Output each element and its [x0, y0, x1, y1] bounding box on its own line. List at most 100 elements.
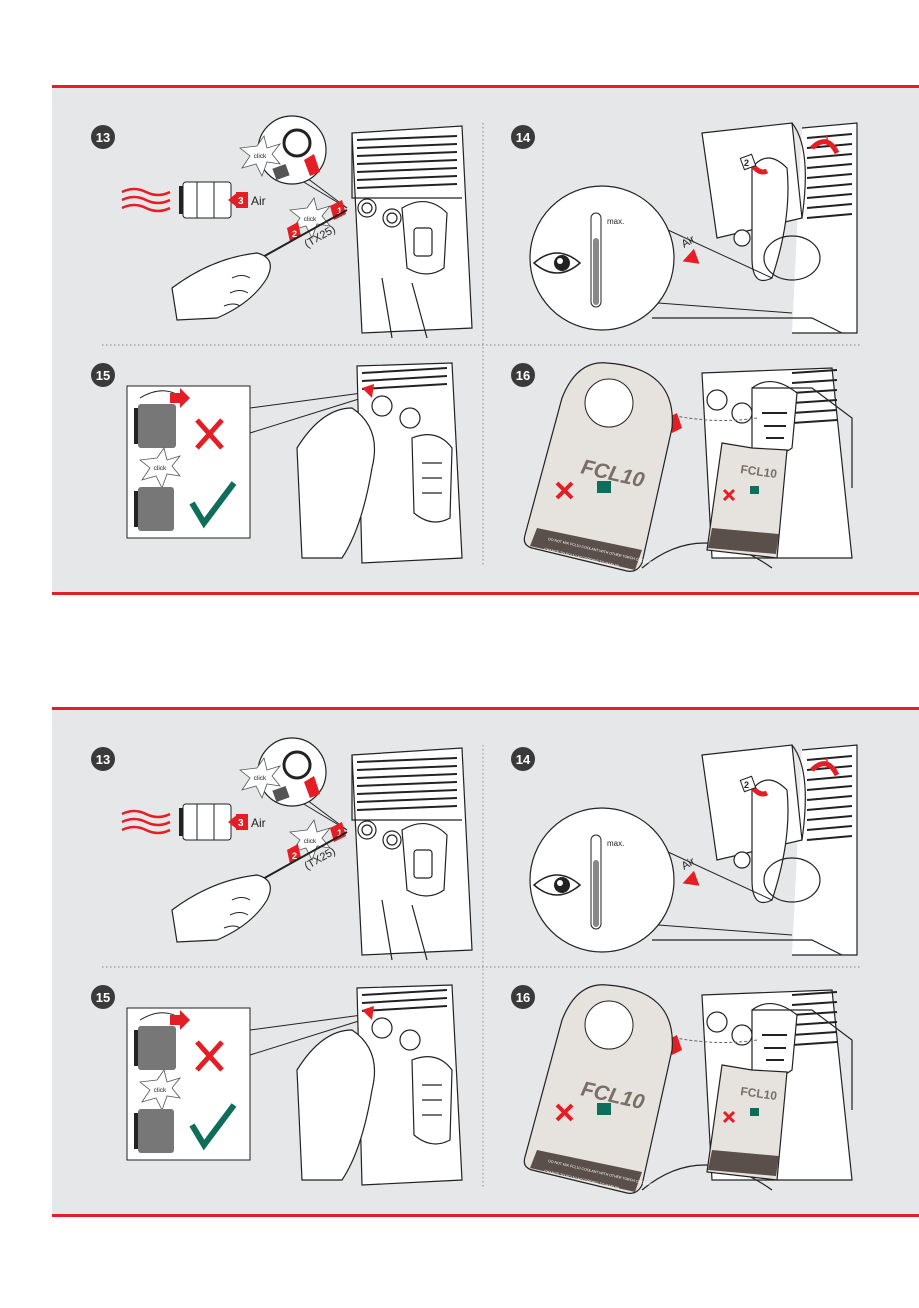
coolant-level-fill	[593, 860, 599, 927]
svg-text:1: 1	[337, 206, 342, 216]
machine-illustration	[351, 747, 473, 961]
step-number-badge	[511, 363, 535, 387]
machine-illustration	[296, 984, 463, 1186]
coolant-level-magnifier: max.	[529, 807, 793, 953]
coupling-illustration: 3 Air	[121, 181, 266, 219]
dashed-guide	[611, 1019, 758, 1043]
step-number: 16	[516, 990, 530, 1005]
arrow-1: 1	[330, 822, 346, 842]
svg-text:click: click	[254, 153, 267, 160]
click-star: click	[289, 197, 332, 240]
click-star: click	[239, 757, 282, 800]
airflow-arrows-icon	[121, 187, 171, 213]
cross-icon	[195, 418, 224, 450]
step-number: 15	[96, 990, 110, 1005]
cross-icon	[195, 1040, 224, 1072]
step-15: 15 click	[91, 362, 463, 564]
max-label: max.	[607, 839, 624, 848]
fcl10-tag-attached: FCL10	[706, 1064, 788, 1181]
step-number-badge	[91, 125, 115, 149]
svg-text:FCL10: FCL10	[740, 1084, 779, 1103]
fcl10-tag: FCL10 DO NOT MIX FCL10 COOLANT WITH OTHE…	[523, 362, 673, 572]
check-icon	[189, 1103, 237, 1151]
machine-illustration	[351, 125, 473, 339]
svg-text:1: 1	[824, 757, 830, 768]
svg-text:2: 2	[292, 851, 297, 861]
step-number: 13	[96, 752, 110, 767]
step-14: 14 1 2 Air max.	[511, 122, 858, 334]
correct-connection	[134, 1103, 237, 1153]
coupling-illustration: 3 Air	[121, 803, 266, 841]
click-star: click	[239, 135, 282, 178]
air-label: Air	[251, 816, 266, 830]
coolant-bottle-icon	[597, 1103, 611, 1115]
red-arrow-icon	[170, 1010, 190, 1030]
step-number: 15	[96, 368, 110, 383]
wrong-connection	[134, 1010, 224, 1072]
arrow-1: 1	[810, 757, 840, 777]
dashed-guide	[611, 397, 758, 421]
instruction-illustration: 1 3 click click	[91, 115, 862, 572]
click-star: click	[139, 447, 182, 490]
svg-text:click: click	[254, 775, 267, 782]
red-arrow-icon	[170, 388, 190, 408]
svg-text:FCL10: FCL10	[740, 462, 779, 481]
red-arrow-icon	[304, 776, 320, 798]
fcl10-tag: FCL10 DO NOT MIX FCL10 COOLANT WITH OTHE…	[523, 984, 673, 1194]
step-13: 13 click click	[91, 737, 473, 961]
instruction-panel: 13 click click	[52, 707, 919, 1217]
svg-text:2: 2	[292, 229, 297, 239]
check-icon	[189, 481, 237, 529]
step-number-badge	[511, 985, 535, 1009]
machine-illustration	[652, 122, 858, 334]
screwdriver-hand: (TX25)	[171, 209, 348, 321]
svg-text:click: click	[304, 838, 317, 845]
cross-icon	[555, 481, 574, 500]
air-arrow: Air	[680, 233, 700, 264]
arrow-1: 1	[810, 135, 840, 155]
svg-text:click: click	[304, 216, 317, 223]
step-number-badge	[511, 747, 535, 771]
cross-icon	[555, 1103, 574, 1122]
click-star: click	[139, 1069, 182, 1112]
svg-text:1: 1	[824, 135, 830, 146]
machine-illustration	[652, 744, 858, 956]
svg-text:2: 2	[744, 780, 749, 790]
step-13: 1 3 click click	[91, 115, 473, 339]
arrow-2: 2	[739, 775, 769, 797]
screwdriver-hand: (TX25)	[171, 831, 348, 943]
step-16: 16 FCL10 DO NOT MIX FCL10 COOLANT WITH O…	[511, 362, 853, 572]
wrong-connection	[134, 388, 224, 450]
airflow-arrows-icon	[121, 809, 171, 835]
step-number: 14	[516, 130, 531, 145]
step-number: 14	[516, 752, 531, 767]
svg-text:click: click	[154, 465, 167, 472]
arrow-2: 2	[739, 153, 769, 175]
eye-icon	[532, 252, 582, 274]
machine-illustration	[296, 362, 463, 564]
coolant-bottle-icon	[597, 481, 611, 493]
instruction-panel: 1 3 click click	[52, 85, 919, 595]
max-label: max.	[607, 217, 624, 226]
svg-text:1: 1	[337, 828, 342, 838]
arrow-1: 1	[330, 200, 346, 220]
red-arrow-icon	[304, 154, 320, 176]
step-number-badge	[91, 363, 115, 387]
step-number-badge	[91, 985, 115, 1009]
air-label: Air	[251, 194, 266, 208]
magnifier-detail	[257, 737, 348, 831]
correct-connection	[134, 481, 237, 531]
eye-icon	[532, 874, 582, 896]
step-15: 15 click	[91, 984, 463, 1186]
step-number: 16	[516, 368, 530, 383]
fcl10-tag-attached: FCL10	[706, 442, 788, 559]
click-star: click	[289, 819, 332, 862]
step-14: 14 1 2 Air max.	[511, 744, 858, 956]
air-arrow: Air	[680, 855, 700, 886]
svg-text:2: 2	[744, 158, 749, 168]
instruction-illustration: 13 click click	[91, 737, 862, 1194]
svg-text:3: 3	[238, 818, 244, 829]
coolant-level-magnifier: max.	[529, 185, 793, 331]
step-number-badge	[511, 125, 535, 149]
svg-text:3: 3	[238, 196, 244, 207]
